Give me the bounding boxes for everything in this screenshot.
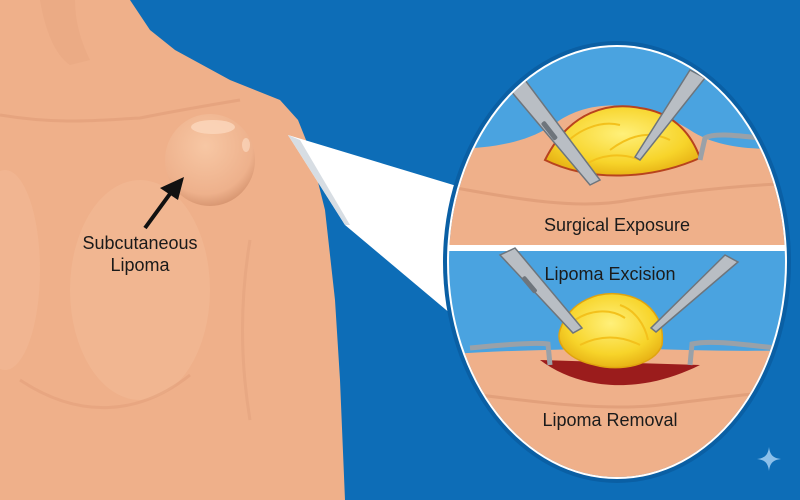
pointer-arrow-icon [143, 177, 184, 230]
magnifier-wedge [288, 135, 470, 330]
scalpel-icon [498, 247, 584, 334]
torso-shoulder [0, 0, 345, 500]
forceps-icon [633, 69, 707, 161]
lipoma-lump [165, 114, 255, 206]
step-label-lipoma-excision: Lipoma Excision [544, 264, 676, 284]
sparkle-icon [757, 447, 781, 471]
main-label-line2: Lipoma [110, 255, 170, 275]
main-label-line1: Subcutaneous [82, 233, 198, 253]
forceps-icon [649, 254, 740, 333]
subcutaneous-lipoma-label: Subcutaneous Lipoma [70, 232, 210, 276]
retractor-icon [469, 339, 776, 366]
step-label-lipoma-removal: Lipoma Removal [542, 410, 678, 430]
step-label-surgical-exposure: Surgical Exposure [543, 215, 691, 235]
